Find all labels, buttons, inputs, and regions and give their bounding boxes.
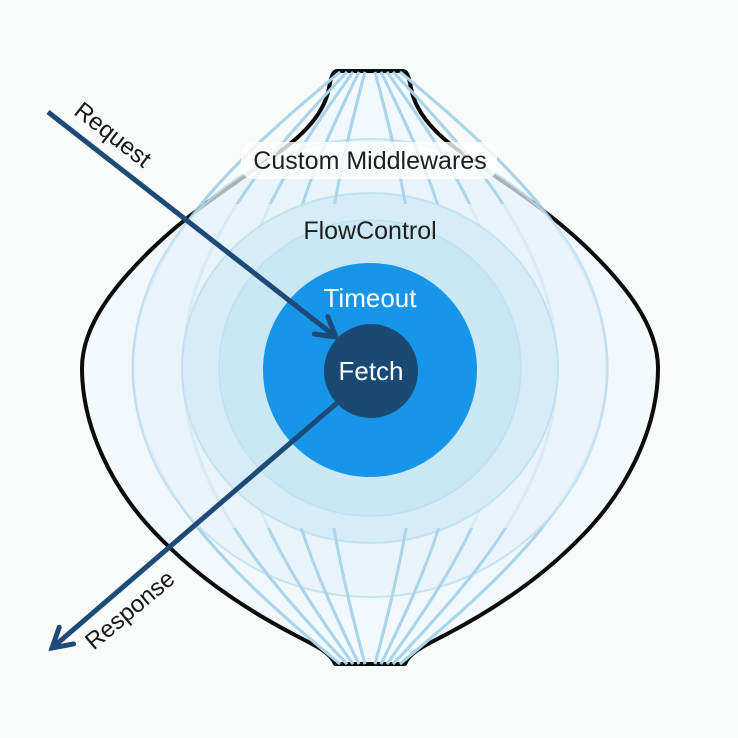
layer-label-timeout: Timeout [324,283,418,313]
layer-circle-fetch [324,324,418,418]
layer-label-flowcontrol: FlowControl [303,217,436,245]
layer-label-custom-middlewares: Custom Middlewares [253,147,486,175]
custom-middlewares-label-pill [241,142,497,179]
layer-label-fetch: Fetch [338,356,403,386]
response-arrow [52,401,339,648]
request-arrow [46,110,336,337]
